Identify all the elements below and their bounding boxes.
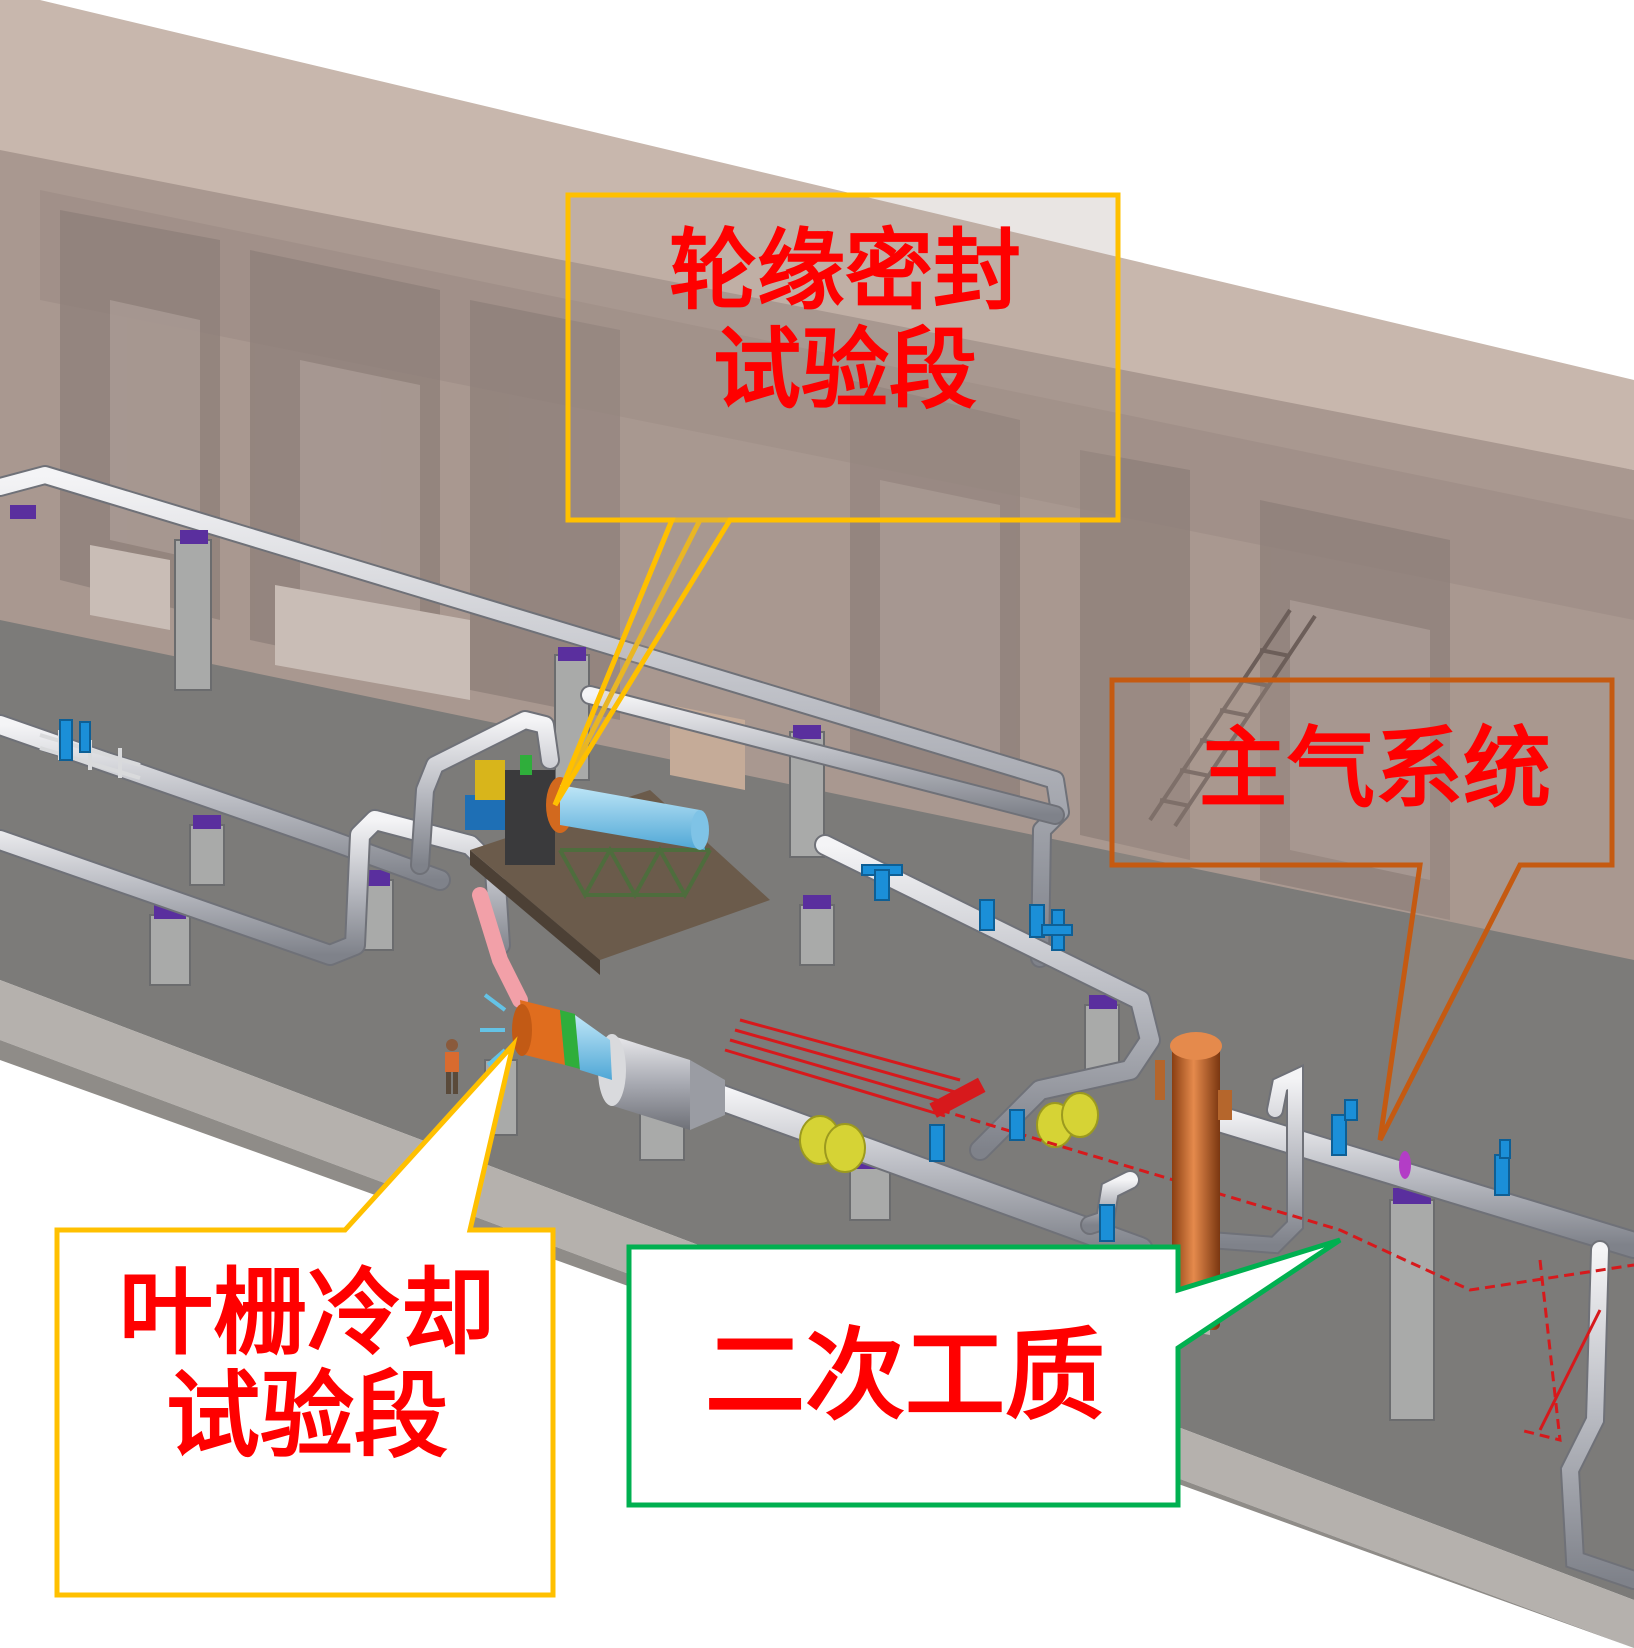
flange-marker: [1399, 1151, 1411, 1179]
callout-label-main-air-system: 主气系统: [1198, 717, 1551, 820]
callout-label-secondary-medium: 二次工质: [705, 1317, 1105, 1434]
upper-pipe-loop: [0, 465, 1070, 968]
staircase: [1148, 608, 1317, 828]
valve-icon: [59, 719, 1511, 1242]
roof: [0, 0, 1634, 470]
secondary-lines: [724, 1018, 1634, 1442]
yellow-couplings: [799, 1092, 1099, 1173]
callout-label-cascade-cooling: 叶栅冷却 试验段: [118, 1259, 495, 1472]
cascade-rig: [472, 887, 612, 1080]
left-pipes: [0, 685, 1161, 1161]
rim-seal-rig: [465, 755, 770, 975]
person-figure-icon: [445, 1039, 459, 1094]
red-header: [929, 1077, 986, 1118]
callout-rim-seal: [552, 192, 1121, 807]
callout-cascade: [54, 1036, 556, 1598]
callout-label-rim-seal: 轮缘密封 试验段: [668, 219, 1021, 421]
callout-main-air: [1109, 677, 1615, 1142]
callout-secondary: [626, 1237, 1342, 1508]
cylinder-section: [598, 1034, 725, 1130]
